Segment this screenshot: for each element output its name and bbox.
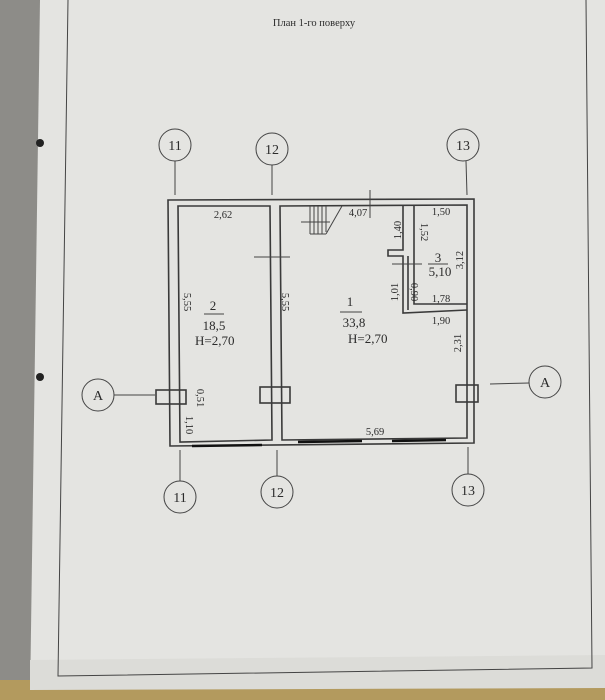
- section-label-right: A: [540, 376, 551, 391]
- plan-text: 3: [435, 250, 442, 265]
- plan-text: 3,12: [455, 251, 466, 269]
- plan-text: 1,78: [432, 294, 450, 305]
- plan-text: 5,55: [181, 293, 192, 311]
- paper-sheet: [30, 0, 605, 700]
- axis-label-13-bottom: 13: [461, 484, 475, 499]
- room-3: 3 5,10: [428, 250, 451, 279]
- plan-text: 1,50: [432, 207, 450, 218]
- axis-label-13-top: 13: [456, 139, 470, 154]
- plan-text: 2,62: [214, 210, 232, 221]
- plan-line: [259, 386, 291, 404]
- plan-line: [177, 205, 273, 443]
- plan-text: 1,90: [432, 316, 450, 327]
- plan-line: [413, 205, 467, 305]
- plan-line: [260, 475, 294, 509]
- axis-label-12-top: 12: [265, 143, 279, 158]
- plan-text: H=2,70: [348, 331, 387, 346]
- plan-text: 1: [347, 294, 354, 309]
- plan-text: 18,5: [203, 318, 226, 333]
- room-2: 2 18,5 H=2,70: [195, 298, 234, 348]
- plan-title: План 1-го поверху: [273, 18, 356, 29]
- axis-label-11-bottom: 11: [173, 491, 186, 506]
- binder-hole: [36, 139, 44, 147]
- binder-hole: [36, 373, 44, 381]
- axis-label-12-bottom: 12: [270, 486, 284, 501]
- plan-text: 33,8: [343, 315, 366, 330]
- dimensions: 2,62 5,55 0,51 1,10 4,07 5,55 5,69 2,31 …: [181, 207, 466, 438]
- room-1: 1 33,8 H=2,70: [340, 294, 387, 346]
- plan-line: [158, 128, 192, 162]
- walls: [155, 190, 479, 448]
- plan-text: 4,07: [349, 208, 367, 219]
- plan-line: [455, 384, 479, 403]
- plan-line: [191, 443, 263, 448]
- plan-text: 2: [210, 298, 217, 313]
- plan-text: 1,10: [183, 416, 194, 434]
- plan-line: [167, 198, 475, 447]
- plan-line: [81, 378, 115, 412]
- plan-text: H=2,70: [195, 333, 234, 348]
- axis-markers: 11 12 13 11 12 13 A A: [81, 128, 562, 514]
- page-frame: [57, 0, 593, 677]
- plan-line: [391, 438, 447, 443]
- plan-line: [301, 205, 343, 235]
- plan-text: 0,51: [194, 389, 205, 407]
- plan-text: 1,52: [418, 223, 429, 241]
- plan-text: 1,01: [390, 283, 401, 301]
- plan-line: [279, 204, 468, 441]
- plan-line: [465, 160, 468, 196]
- plan-line: [489, 382, 530, 385]
- plan-line: [155, 389, 187, 405]
- axis-label-11-top: 11: [168, 139, 181, 154]
- plan-text: 5,69: [366, 427, 384, 438]
- plan-line: [387, 205, 468, 314]
- plan-text: 0,90: [408, 283, 419, 301]
- plan-line: [255, 132, 289, 166]
- section-label-left: A: [93, 389, 104, 404]
- plan-line: [528, 365, 562, 399]
- plan-text: 2,31: [453, 334, 464, 352]
- plan-line: [451, 473, 485, 507]
- plan-line: [163, 480, 197, 514]
- plan-line: [297, 439, 363, 444]
- plan-text: 5,10: [429, 264, 452, 279]
- plan-line: [446, 128, 480, 162]
- plan-text: 1,40: [393, 221, 404, 239]
- plan-text: 5,55: [279, 293, 290, 311]
- plan-line: [325, 205, 343, 235]
